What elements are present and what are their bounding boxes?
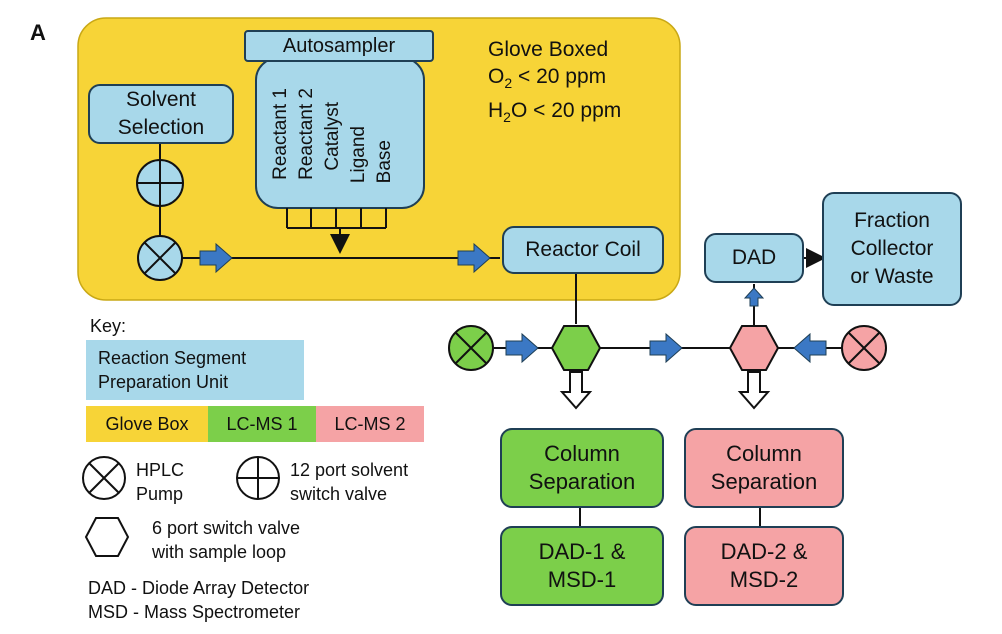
flow-arrow-icon (649, 332, 683, 364)
flow-arrow-icon (505, 332, 539, 364)
hollow-down-arrow-icon (559, 371, 593, 410)
flow-arrow-icon (743, 287, 765, 307)
solvent-switch-valve-icon (136, 159, 184, 207)
flow-arrow-icon (793, 332, 827, 364)
hplc-pump-green-icon (448, 325, 494, 371)
key-solvent-valve-icon (236, 456, 280, 500)
solvent-selection-box: Solvent Selection (88, 84, 234, 144)
column-separation-1-box: Column Separation (500, 428, 664, 508)
autosampler-item-catalyst: Catalyst (322, 102, 343, 171)
autosampler-outlet-lines (286, 208, 387, 254)
autosampler-item-reactant-1: Reactant 1 (270, 88, 291, 180)
key-title: Key: (90, 316, 127, 336)
key-lcms1: LC-MS 1 (208, 406, 316, 442)
glove-box-conditions: Glove Boxed O2 < 20 ppm H2O < 20 ppm (488, 36, 621, 131)
key-dad-definition: DAD - Diode Array Detector (88, 578, 310, 598)
autosampler-item-ligand: Ligand (348, 126, 369, 184)
detector-2-box: DAD-2 & MSD-2 (684, 526, 844, 606)
panel-label: A (30, 20, 46, 45)
key-hplc-pump-label: HPLC Pump (136, 460, 185, 504)
glove-box-title: Glove Boxed (488, 38, 609, 61)
six-port-valve-green-icon (550, 325, 602, 371)
fraction-collector-box: Fraction Collector or Waste (822, 192, 962, 306)
flow-arrow-icon (457, 242, 491, 274)
hollow-down-arrow-icon (737, 371, 771, 410)
hplc-pump-icon (137, 235, 183, 281)
six-port-valve-pink-icon (728, 325, 780, 371)
key-reaction-segment: Reaction Segment Preparation Unit (86, 340, 304, 400)
column-separation-2-box: Column Separation (684, 428, 844, 508)
o2-condition: O2 < 20 ppm (488, 65, 607, 92)
key-solvent-valve-label: 12 port solvent switch valve (290, 460, 409, 504)
key-msd-definition: MSD - Mass Spectrometer (88, 602, 301, 622)
detector-1-box: DAD-1 & MSD-1 (500, 526, 664, 606)
dad-box: DAD (704, 233, 804, 283)
key-glove-box: Glove Box (86, 406, 208, 442)
reactor-coil-box: Reactor Coil (502, 226, 664, 274)
autosampler-item-base: Base (374, 140, 395, 184)
hplc-pump-pink-icon (841, 325, 887, 371)
autosampler-title: Autosampler (244, 30, 434, 62)
key-six-port-label: 6 port switch valve with sample loop (152, 518, 301, 562)
key-hplc-pump-icon (82, 456, 126, 500)
flow-arrow-icon (199, 242, 233, 274)
key-lcms2: LC-MS 2 (316, 406, 424, 442)
autosampler-item-reactant-2: Reactant 2 (296, 88, 317, 180)
key-six-port-valve-icon (84, 517, 130, 557)
h2o-condition: H2O < 20 ppm (488, 99, 622, 126)
